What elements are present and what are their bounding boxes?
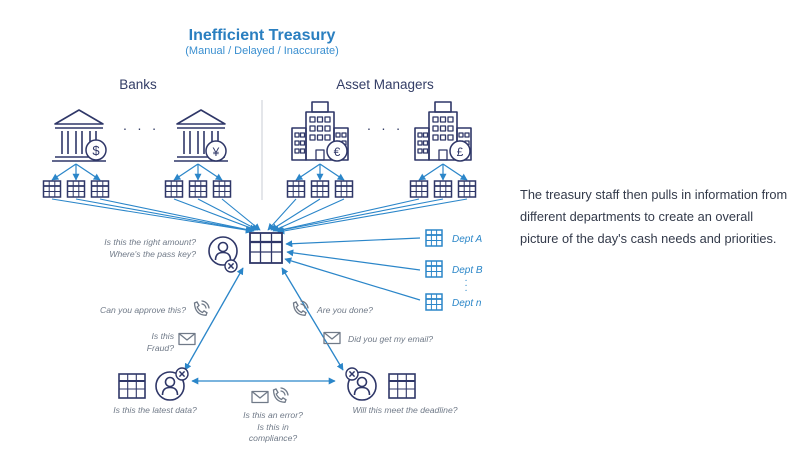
question-fraud-line2: Fraud?	[147, 343, 174, 353]
phone-icon	[272, 387, 289, 403]
question-compliance-line1: Is this in	[257, 422, 289, 432]
dept-vertical-ellipsis: · · ·	[464, 275, 467, 296]
question-right-amount: Is this the right amount?	[104, 237, 196, 247]
spreadsheet-icon	[118, 373, 146, 399]
envelope-icon	[251, 390, 269, 404]
diagram-subtitle: (Manual / Delayed / Inaccurate)	[185, 45, 338, 57]
question-error: Is this an error?	[243, 410, 303, 420]
banks-heading: Banks	[119, 77, 157, 92]
spreadsheet-icon	[433, 180, 453, 198]
svg-text:€: €	[334, 145, 341, 159]
communication-arrows	[184, 267, 344, 385]
central-spreadsheet-icon	[249, 232, 283, 264]
department-arrows	[284, 237, 421, 301]
currency-badge-pound: £	[449, 140, 471, 162]
svg-text:$: $	[92, 143, 100, 158]
phone-icon	[193, 300, 210, 316]
spreadsheet-icon	[90, 180, 110, 198]
close-badge-icon	[175, 367, 189, 381]
asset-managers-ellipsis: · · ·	[367, 120, 404, 136]
svg-text:·: ·	[464, 280, 467, 291]
dept-n-label: Dept n	[452, 298, 482, 309]
spreadsheet-icon	[425, 293, 443, 311]
close-badge-icon	[345, 367, 359, 381]
svg-text:£: £	[457, 145, 464, 159]
question-fraud-line1: Is this	[152, 331, 175, 341]
spreadsheet-icon	[425, 260, 443, 278]
question-compliance-line2: compliance?	[249, 433, 297, 443]
currency-badge-yen: ¥	[205, 140, 227, 162]
spreadsheet-icon	[42, 180, 62, 198]
source-spreadsheets	[42, 180, 477, 198]
spreadsheet-icon	[409, 180, 429, 198]
dept-a-label: Dept A	[452, 234, 483, 245]
question-done: Are you done?	[316, 305, 373, 315]
close-badge-icon	[224, 259, 238, 273]
question-email: Did you get my email?	[348, 334, 433, 344]
svg-text:·: ·	[464, 285, 467, 296]
currency-badge-dollar: $	[85, 139, 107, 161]
converging-arrows	[51, 198, 468, 235]
spreadsheet-icon	[286, 180, 306, 198]
envelope-icon	[178, 332, 196, 346]
asset-managers-heading: Asset Managers	[336, 77, 434, 92]
description-text: The treasury staff then pulls in informa…	[520, 187, 788, 246]
spreadsheet-icon	[188, 180, 208, 198]
source-arrows	[51, 163, 468, 181]
question-approve: Can you approve this?	[100, 305, 186, 315]
banks-ellipsis: · · ·	[123, 120, 160, 136]
spreadsheet-icon	[334, 180, 354, 198]
svg-text:·: ·	[464, 275, 467, 286]
spreadsheet-icon	[457, 180, 477, 198]
spreadsheet-icon	[425, 229, 443, 247]
question-deadline: Will this meet the deadline?	[352, 405, 457, 415]
spreadsheet-icon	[310, 180, 330, 198]
question-latest-data: Is this the latest data?	[113, 405, 197, 415]
spreadsheet-icon	[212, 180, 232, 198]
currency-badge-euro: €	[326, 140, 348, 162]
spreadsheet-icon	[164, 180, 184, 198]
dept-b-label: Dept B	[452, 265, 483, 276]
svg-text:¥: ¥	[212, 145, 220, 159]
spreadsheet-icon	[388, 373, 416, 399]
spreadsheet-icon	[66, 180, 86, 198]
question-pass-key: Where's the pass key?	[109, 249, 196, 259]
diagram-title: Inefficient Treasury	[189, 27, 336, 44]
